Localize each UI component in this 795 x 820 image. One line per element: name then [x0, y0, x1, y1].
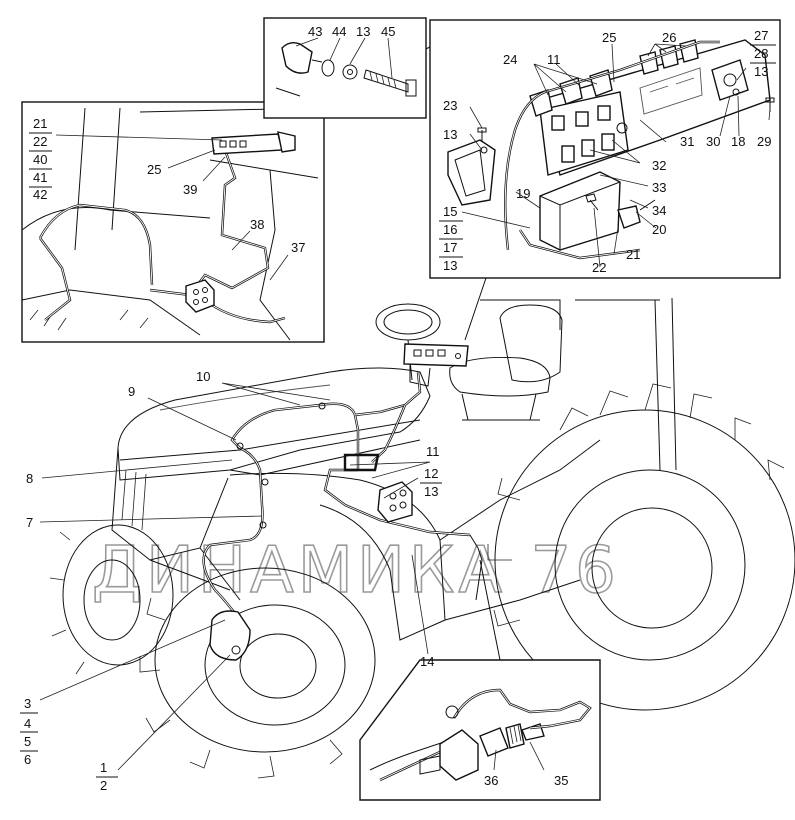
leader-lines — [39, 37, 771, 771]
operator-seat — [449, 304, 563, 421]
callout-9: 9 — [128, 384, 135, 399]
callout-7: 7 — [26, 515, 33, 530]
main-harness — [202, 371, 483, 661]
callout-5: 5 — [24, 734, 31, 749]
callout-11-main: 11 — [426, 444, 440, 459]
callout-13-inset2: 13 — [356, 24, 370, 39]
callout-44: 44 — [332, 24, 346, 39]
callout-27: 27 — [754, 28, 768, 43]
callout-6: 6 — [24, 752, 31, 767]
callout-21-inset3: 21 — [626, 247, 640, 262]
inset-panel-exploded — [429, 19, 781, 341]
callout-36: 36 — [484, 773, 498, 788]
callout-34: 34 — [652, 203, 666, 218]
callout-45: 45 — [381, 24, 395, 39]
callout-20: 20 — [652, 222, 666, 237]
front-wheel — [139, 567, 376, 779]
callout-24: 24 — [503, 52, 517, 67]
callout-22-inset3: 22 — [592, 260, 606, 275]
callout-10: 10 — [196, 369, 210, 384]
callout-33: 33 — [652, 180, 666, 195]
callout-16: 16 — [443, 222, 457, 237]
far-front-wheel — [49, 524, 174, 675]
inset-sensor-detail — [359, 559, 601, 801]
tractor-illustration — [49, 297, 795, 779]
front-fender — [229, 439, 601, 641]
inset-pin-detail — [263, 17, 427, 119]
callout-2: 2 — [100, 778, 107, 793]
callout-13-inset3b: 13 — [443, 127, 457, 142]
callout-13-inset3c: 13 — [443, 258, 457, 273]
callout-3: 3 — [24, 696, 31, 711]
callout-17: 17 — [443, 240, 457, 255]
callout-19: 19 — [516, 186, 530, 201]
callout-30: 30 — [706, 134, 720, 149]
callout-41: 41 — [33, 170, 47, 185]
callout-29: 29 — [757, 134, 771, 149]
callout-21-inset1: 21 — [33, 116, 47, 131]
callout-8: 8 — [26, 471, 33, 486]
inset-dash-harness — [21, 24, 471, 343]
callout-13-inset3: 13 — [754, 64, 768, 79]
callout-32: 32 — [652, 158, 666, 173]
callout-22-inset1: 22 — [33, 134, 47, 149]
callout-37: 37 — [291, 240, 305, 255]
relay-block — [377, 481, 413, 523]
callout-14: 14 — [420, 654, 434, 669]
callout-11-inset3: 11 — [547, 52, 561, 67]
callout-23: 23 — [443, 98, 457, 113]
callout-43: 43 — [308, 24, 322, 39]
callout-numbers: 3 4 5 6 1 2 7 8 9 10 11 12 13 14 21 22 4… — [20, 24, 776, 793]
watermark-text: ДИНАМИКА 76 — [92, 534, 620, 608]
hood — [117, 367, 431, 481]
callout-1: 1 — [100, 760, 107, 775]
callout-26: 26 — [662, 30, 676, 45]
cab-frame — [480, 297, 677, 471]
callout-25-inset3: 25 — [602, 30, 616, 45]
callout-25-inset1: 25 — [147, 162, 161, 177]
callout-15: 15 — [443, 204, 457, 219]
front-lamp-connector — [209, 610, 251, 661]
callout-18: 18 — [731, 134, 745, 149]
callout-40: 40 — [33, 152, 47, 167]
callout-13-main: 13 — [424, 484, 438, 499]
rear-wheel — [487, 383, 795, 741]
callout-38: 38 — [250, 217, 264, 232]
callout-31: 31 — [680, 134, 694, 149]
dash-switch-panel — [403, 343, 469, 387]
callout-42: 42 — [33, 187, 47, 202]
callout-28: 28 — [754, 46, 768, 61]
callout-35: 35 — [554, 773, 568, 788]
callout-4: 4 — [24, 716, 31, 731]
callout-12: 12 — [424, 466, 438, 481]
callout-39: 39 — [183, 182, 197, 197]
